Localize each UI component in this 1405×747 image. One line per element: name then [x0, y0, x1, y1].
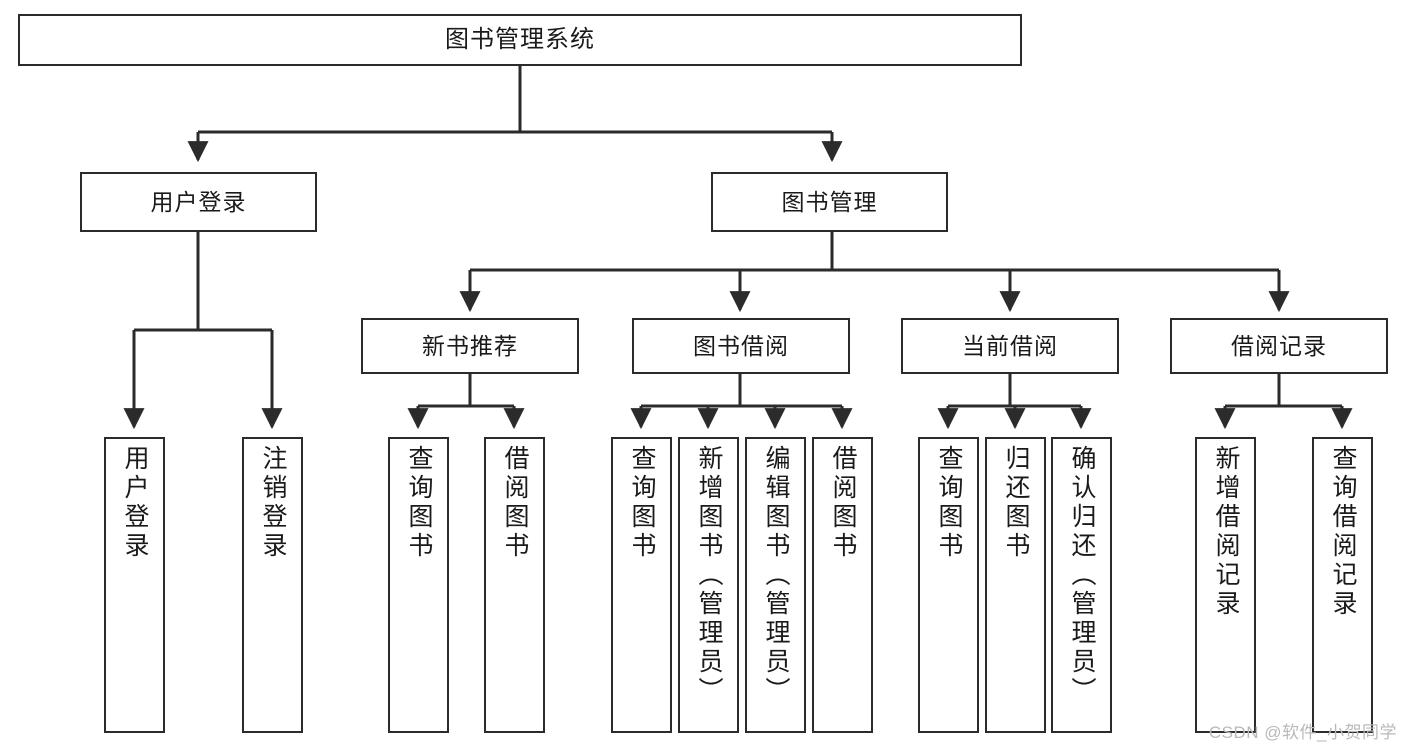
node-label: 确认归还（管理员） — [1068, 445, 1096, 706]
leaf-borrow-book-1[interactable]: 借阅图书 — [484, 437, 545, 733]
node-label: 查询借阅记录 — [1329, 445, 1357, 619]
node-new-book-recommend[interactable]: 新书推荐 — [361, 318, 579, 374]
node-label: 查询图书 — [935, 445, 963, 561]
leaf-add-book[interactable]: 新增图书（管理员） — [678, 437, 739, 733]
node-label: 借阅图书 — [829, 445, 857, 561]
node-label: 图书借阅 — [693, 332, 789, 359]
leaf-query-book-2[interactable]: 查询图书 — [611, 437, 672, 733]
leaf-query-borrow-record[interactable]: 查询借阅记录 — [1312, 437, 1373, 733]
node-root-system[interactable]: 图书管理系统 — [18, 14, 1022, 66]
leaf-add-borrow-record[interactable]: 新增借阅记录 — [1195, 437, 1256, 733]
node-label: 借阅记录 — [1231, 332, 1327, 359]
node-label: 借阅图书 — [501, 445, 529, 561]
node-label: 用户登录 — [150, 188, 247, 215]
node-label: 查询图书 — [405, 445, 433, 561]
node-label: 查询图书 — [628, 445, 656, 561]
node-label: 用户登录 — [121, 445, 149, 561]
node-label: 图书管理 — [781, 188, 878, 215]
node-label: 当前借阅 — [962, 332, 1058, 359]
node-label: 图书管理系统 — [445, 26, 595, 54]
leaf-logout[interactable]: 注销登录 — [242, 437, 303, 733]
node-label: 新增图书（管理员） — [695, 445, 723, 706]
leaf-query-book-3[interactable]: 查询图书 — [918, 437, 979, 733]
node-label: 编辑图书（管理员） — [762, 445, 790, 706]
watermark-text: CSDN @软件_小贺同学 — [1208, 723, 1397, 742]
node-user-login[interactable]: 用户登录 — [80, 172, 317, 232]
node-label: 注销登录 — [259, 445, 287, 561]
node-label: 归还图书 — [1002, 445, 1030, 561]
node-current-borrow[interactable]: 当前借阅 — [901, 318, 1119, 374]
node-borrow-record[interactable]: 借阅记录 — [1170, 318, 1388, 374]
node-book-borrow[interactable]: 图书借阅 — [632, 318, 850, 374]
leaf-confirm-return[interactable]: 确认归还（管理员） — [1051, 437, 1112, 733]
node-book-manage[interactable]: 图书管理 — [711, 172, 948, 232]
node-label: 新增借阅记录 — [1212, 445, 1240, 619]
leaf-query-book-1[interactable]: 查询图书 — [388, 437, 449, 733]
leaf-edit-book[interactable]: 编辑图书（管理员） — [745, 437, 806, 733]
node-label: 新书推荐 — [422, 332, 518, 359]
leaf-user-login[interactable]: 用户登录 — [104, 437, 165, 733]
leaf-return-book[interactable]: 归还图书 — [985, 437, 1046, 733]
leaf-borrow-book-2[interactable]: 借阅图书 — [812, 437, 873, 733]
